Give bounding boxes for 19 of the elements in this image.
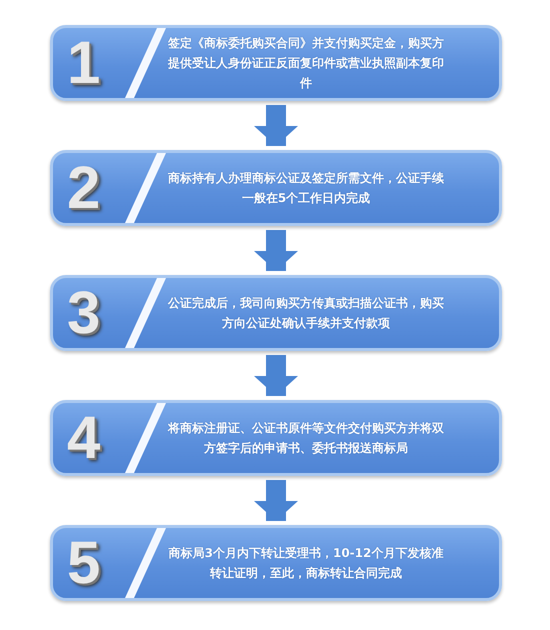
step-number: 4 (67, 405, 100, 471)
step-box (50, 25, 502, 101)
down-arrow (254, 230, 298, 271)
step-number: 5 (67, 530, 100, 596)
down-arrow (254, 480, 298, 521)
step-number: 3 (67, 280, 100, 346)
step-number: 1 (67, 30, 100, 96)
down-arrow (254, 105, 298, 146)
down-arrow (254, 355, 298, 396)
step-box (50, 275, 502, 351)
step-box (50, 150, 502, 226)
step-number: 2 (67, 155, 100, 221)
step-description: 商标持有人办理商标公证及签定所需文件，公证手续一般在5个工作日内完成 (167, 170, 445, 207)
step-box (50, 525, 502, 601)
step-description: 商标局3个月内下转让受理书，10-12个月下发核准转让证明，至此，商标转让合同完成 (168, 545, 444, 582)
step-description: 将商标注册证、公证书原件等文件交付购买方并将双方签字后的申请书、委托书报送商标局 (166, 420, 445, 457)
step-box (50, 400, 502, 476)
step-description: 签定《商标委托购买合同》并支付购买定金，购买方提供受让人身份证正反面复印件或营业执照副本复印件 (166, 35, 445, 92)
step-description: 公证完成后，我司向购买方传真或扫描公证书，购买方向公证处确认手续并支付款项 (166, 295, 445, 332)
